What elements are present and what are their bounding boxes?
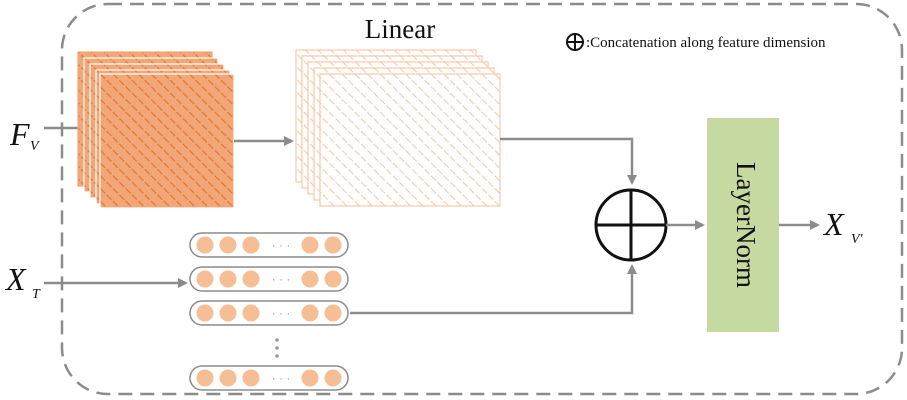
token-row: · · · (189, 232, 349, 258)
visual-feature-stack (77, 51, 235, 209)
token-dot (301, 369, 319, 387)
token-ellipsis: · · · (272, 306, 291, 320)
legend-text: :Concatenation along feature dimension (586, 35, 826, 51)
token-dot (219, 304, 237, 322)
projected-feature-stack (295, 49, 501, 207)
token-ellipsis: · · · (272, 238, 291, 252)
token-dot (196, 369, 214, 387)
input-fv-main: F (9, 116, 30, 152)
token-dot (301, 304, 319, 322)
token-dot (324, 236, 342, 254)
input-xt-main: X (4, 261, 27, 297)
token-dot (219, 236, 237, 254)
token-row: · · · (189, 365, 349, 391)
input-fv-sub: V (30, 139, 40, 154)
token-dot (301, 270, 319, 288)
concat-legend-icon (566, 33, 584, 51)
output-sub: V' (851, 232, 864, 247)
token-dot (196, 270, 214, 288)
token-ellipsis: · · · (272, 371, 291, 385)
projected-to-concat-arrow (500, 137, 637, 185)
token-dot (242, 236, 260, 254)
concat-icon (594, 188, 668, 262)
module-dashed-border (60, 2, 904, 396)
token-dot (324, 369, 342, 387)
input-xt-label: X T (4, 261, 41, 302)
vertical-ellipsis (275, 338, 279, 358)
token-dot (242, 369, 260, 387)
token-dot (324, 270, 342, 288)
input-fv-label: F V (9, 116, 40, 154)
token-dot (242, 270, 260, 288)
output-label: X V' (822, 206, 864, 247)
token-dot (324, 304, 342, 322)
linear-label: Linear (365, 14, 435, 44)
token-dot (196, 236, 214, 254)
token-dot (242, 304, 260, 322)
text-token-rows: · · · · · · · · · · · · (189, 232, 349, 391)
output-main: X (822, 206, 845, 242)
legend: :Concatenation along feature dimension (566, 33, 826, 51)
token-row: · · · (189, 266, 349, 292)
tokens-to-concat-arrow (350, 264, 637, 315)
layernorm-block (707, 118, 779, 332)
layernorm-label: LayerNorm (731, 162, 761, 288)
token-dot (196, 304, 214, 322)
token-dot (301, 236, 319, 254)
token-dot (219, 270, 237, 288)
token-row: · · · (189, 300, 349, 326)
input-xt-sub: T (32, 287, 41, 302)
token-dot (219, 369, 237, 387)
token-ellipsis: · · · (272, 272, 291, 286)
